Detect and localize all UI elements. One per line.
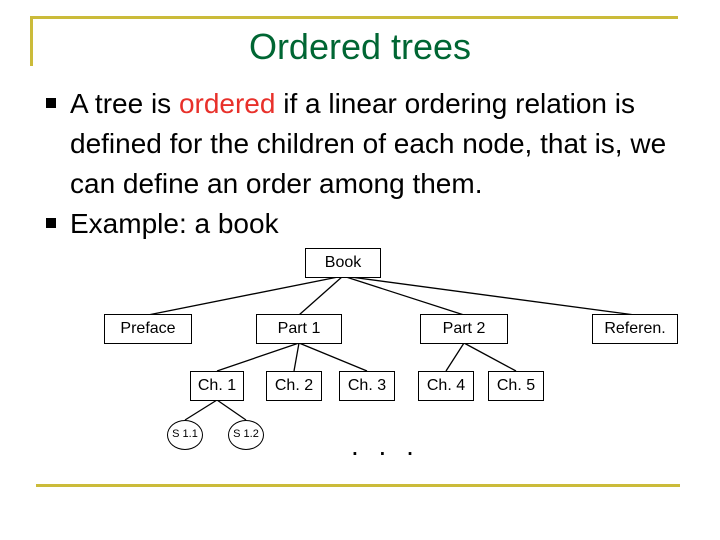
- edge-part1-ch2: [293, 342, 300, 372]
- bullet-list: A tree is ordered if a linear ordering r…: [46, 84, 696, 244]
- frame-left-border: [30, 16, 33, 66]
- edge-part2-ch5: [463, 342, 517, 372]
- edge-part1-ch3: [298, 342, 368, 372]
- bullet-item-definition: A tree is ordered if a linear ordering r…: [46, 84, 696, 204]
- bullet-square-icon: [46, 218, 56, 228]
- highlight-word: ordered: [178, 88, 276, 119]
- bullet-text-post: if a linear ordering relation is defined…: [70, 88, 667, 199]
- edge-book-part1: [298, 275, 344, 316]
- node-referen: Referen.: [592, 314, 678, 344]
- edge-ch1-s12: [216, 399, 247, 421]
- slide-title: Ordered trees: [248, 26, 472, 67]
- edge-book-referen: [342, 275, 636, 316]
- node-preface: Preface: [104, 314, 192, 344]
- frame-bottom-border: [36, 484, 680, 487]
- node-part-1: Part 1: [256, 314, 342, 344]
- bullet-text-example: Example: a book: [70, 208, 279, 239]
- edge-book-part2: [342, 275, 465, 316]
- node-part-2: Part 2: [420, 314, 508, 344]
- node-s-1-2: S 1.2: [228, 420, 264, 450]
- bullet-square-icon: [46, 98, 56, 108]
- bullet-item-example: Example: a book: [46, 204, 696, 244]
- bullet-text-pre: A tree is: [70, 88, 179, 119]
- node-ch-4: Ch. 4: [418, 371, 474, 401]
- ellipsis: . . .: [351, 430, 420, 461]
- node-ch-3: Ch. 3: [339, 371, 395, 401]
- edge-book-preface: [147, 275, 344, 316]
- frame-top-border: [30, 16, 678, 19]
- node-ch-2: Ch. 2: [266, 371, 322, 401]
- node-book: Book: [305, 248, 381, 278]
- edge-part1-ch1: [216, 342, 300, 372]
- node-ch-5: Ch. 5: [488, 371, 544, 401]
- edge-ch1-s11: [184, 399, 218, 421]
- node-ch-1: Ch. 1: [190, 371, 244, 401]
- edge-part2-ch4: [445, 342, 465, 372]
- node-s-1-1: S 1.1: [167, 420, 203, 450]
